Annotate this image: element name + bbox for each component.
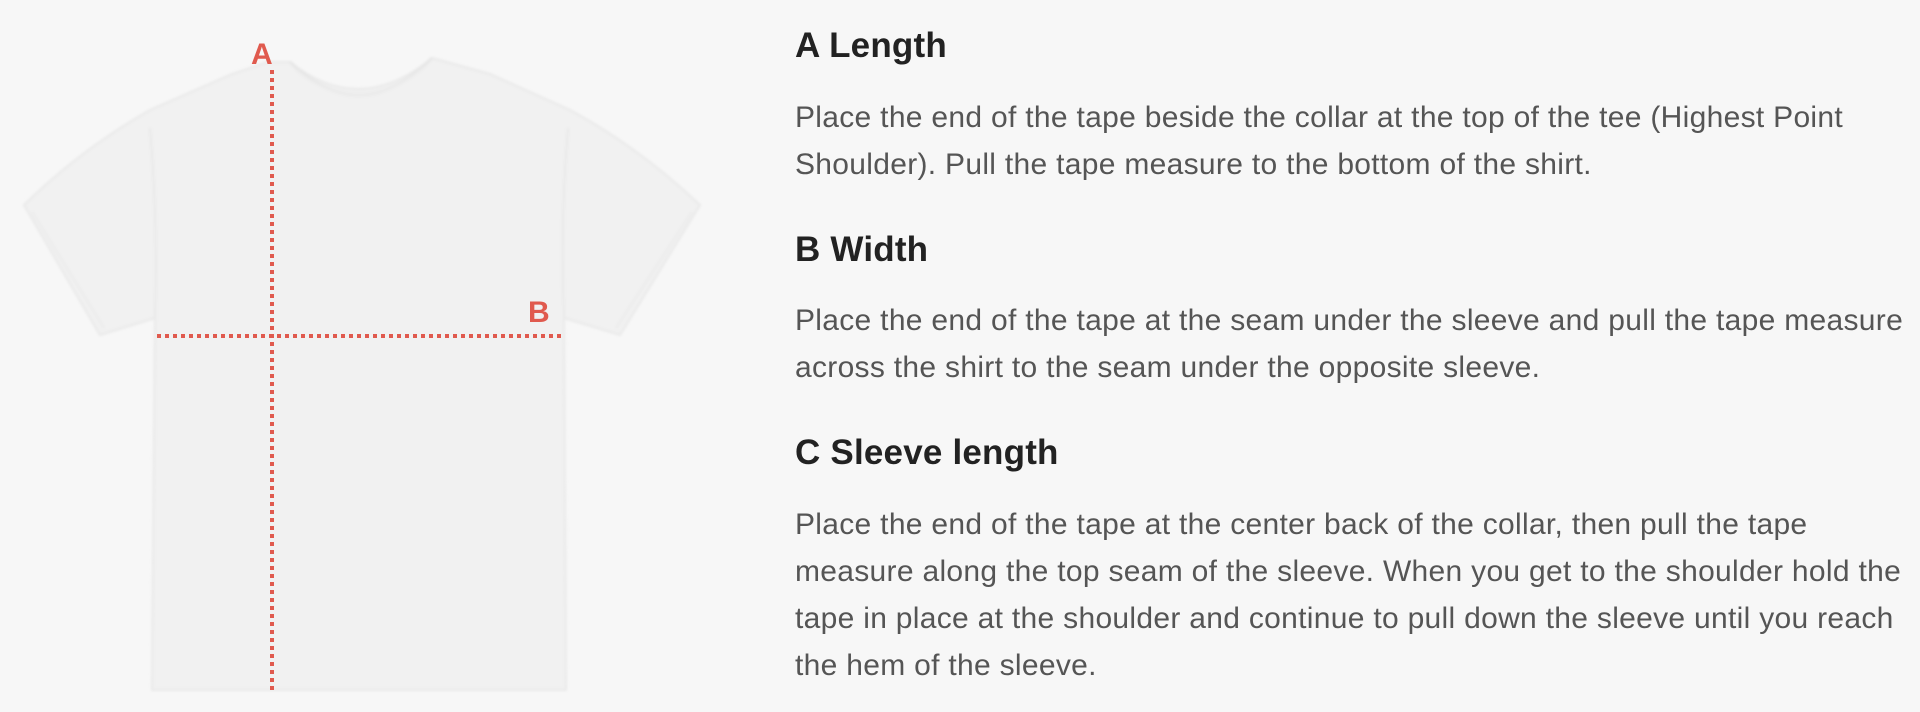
- tshirt-icon: [22, 56, 702, 691]
- length-instructions: Place the end of the tape beside the col…: [795, 101, 1844, 181]
- length-heading: A Length: [795, 26, 947, 65]
- sleeve-length-heading: C Sleeve length: [795, 433, 1059, 472]
- width-instructions: Place the end of the tape at the seam un…: [795, 304, 1904, 384]
- tshirt-svg: A B: [22, 38, 702, 691]
- width-heading: B Width: [795, 230, 929, 269]
- label-b: B: [528, 296, 550, 329]
- sleeve-length-instructions: Place the end of the tape at the center …: [795, 508, 1902, 682]
- tshirt-measurement-diagram: A B: [0, 0, 720, 712]
- label-a: A: [251, 38, 273, 71]
